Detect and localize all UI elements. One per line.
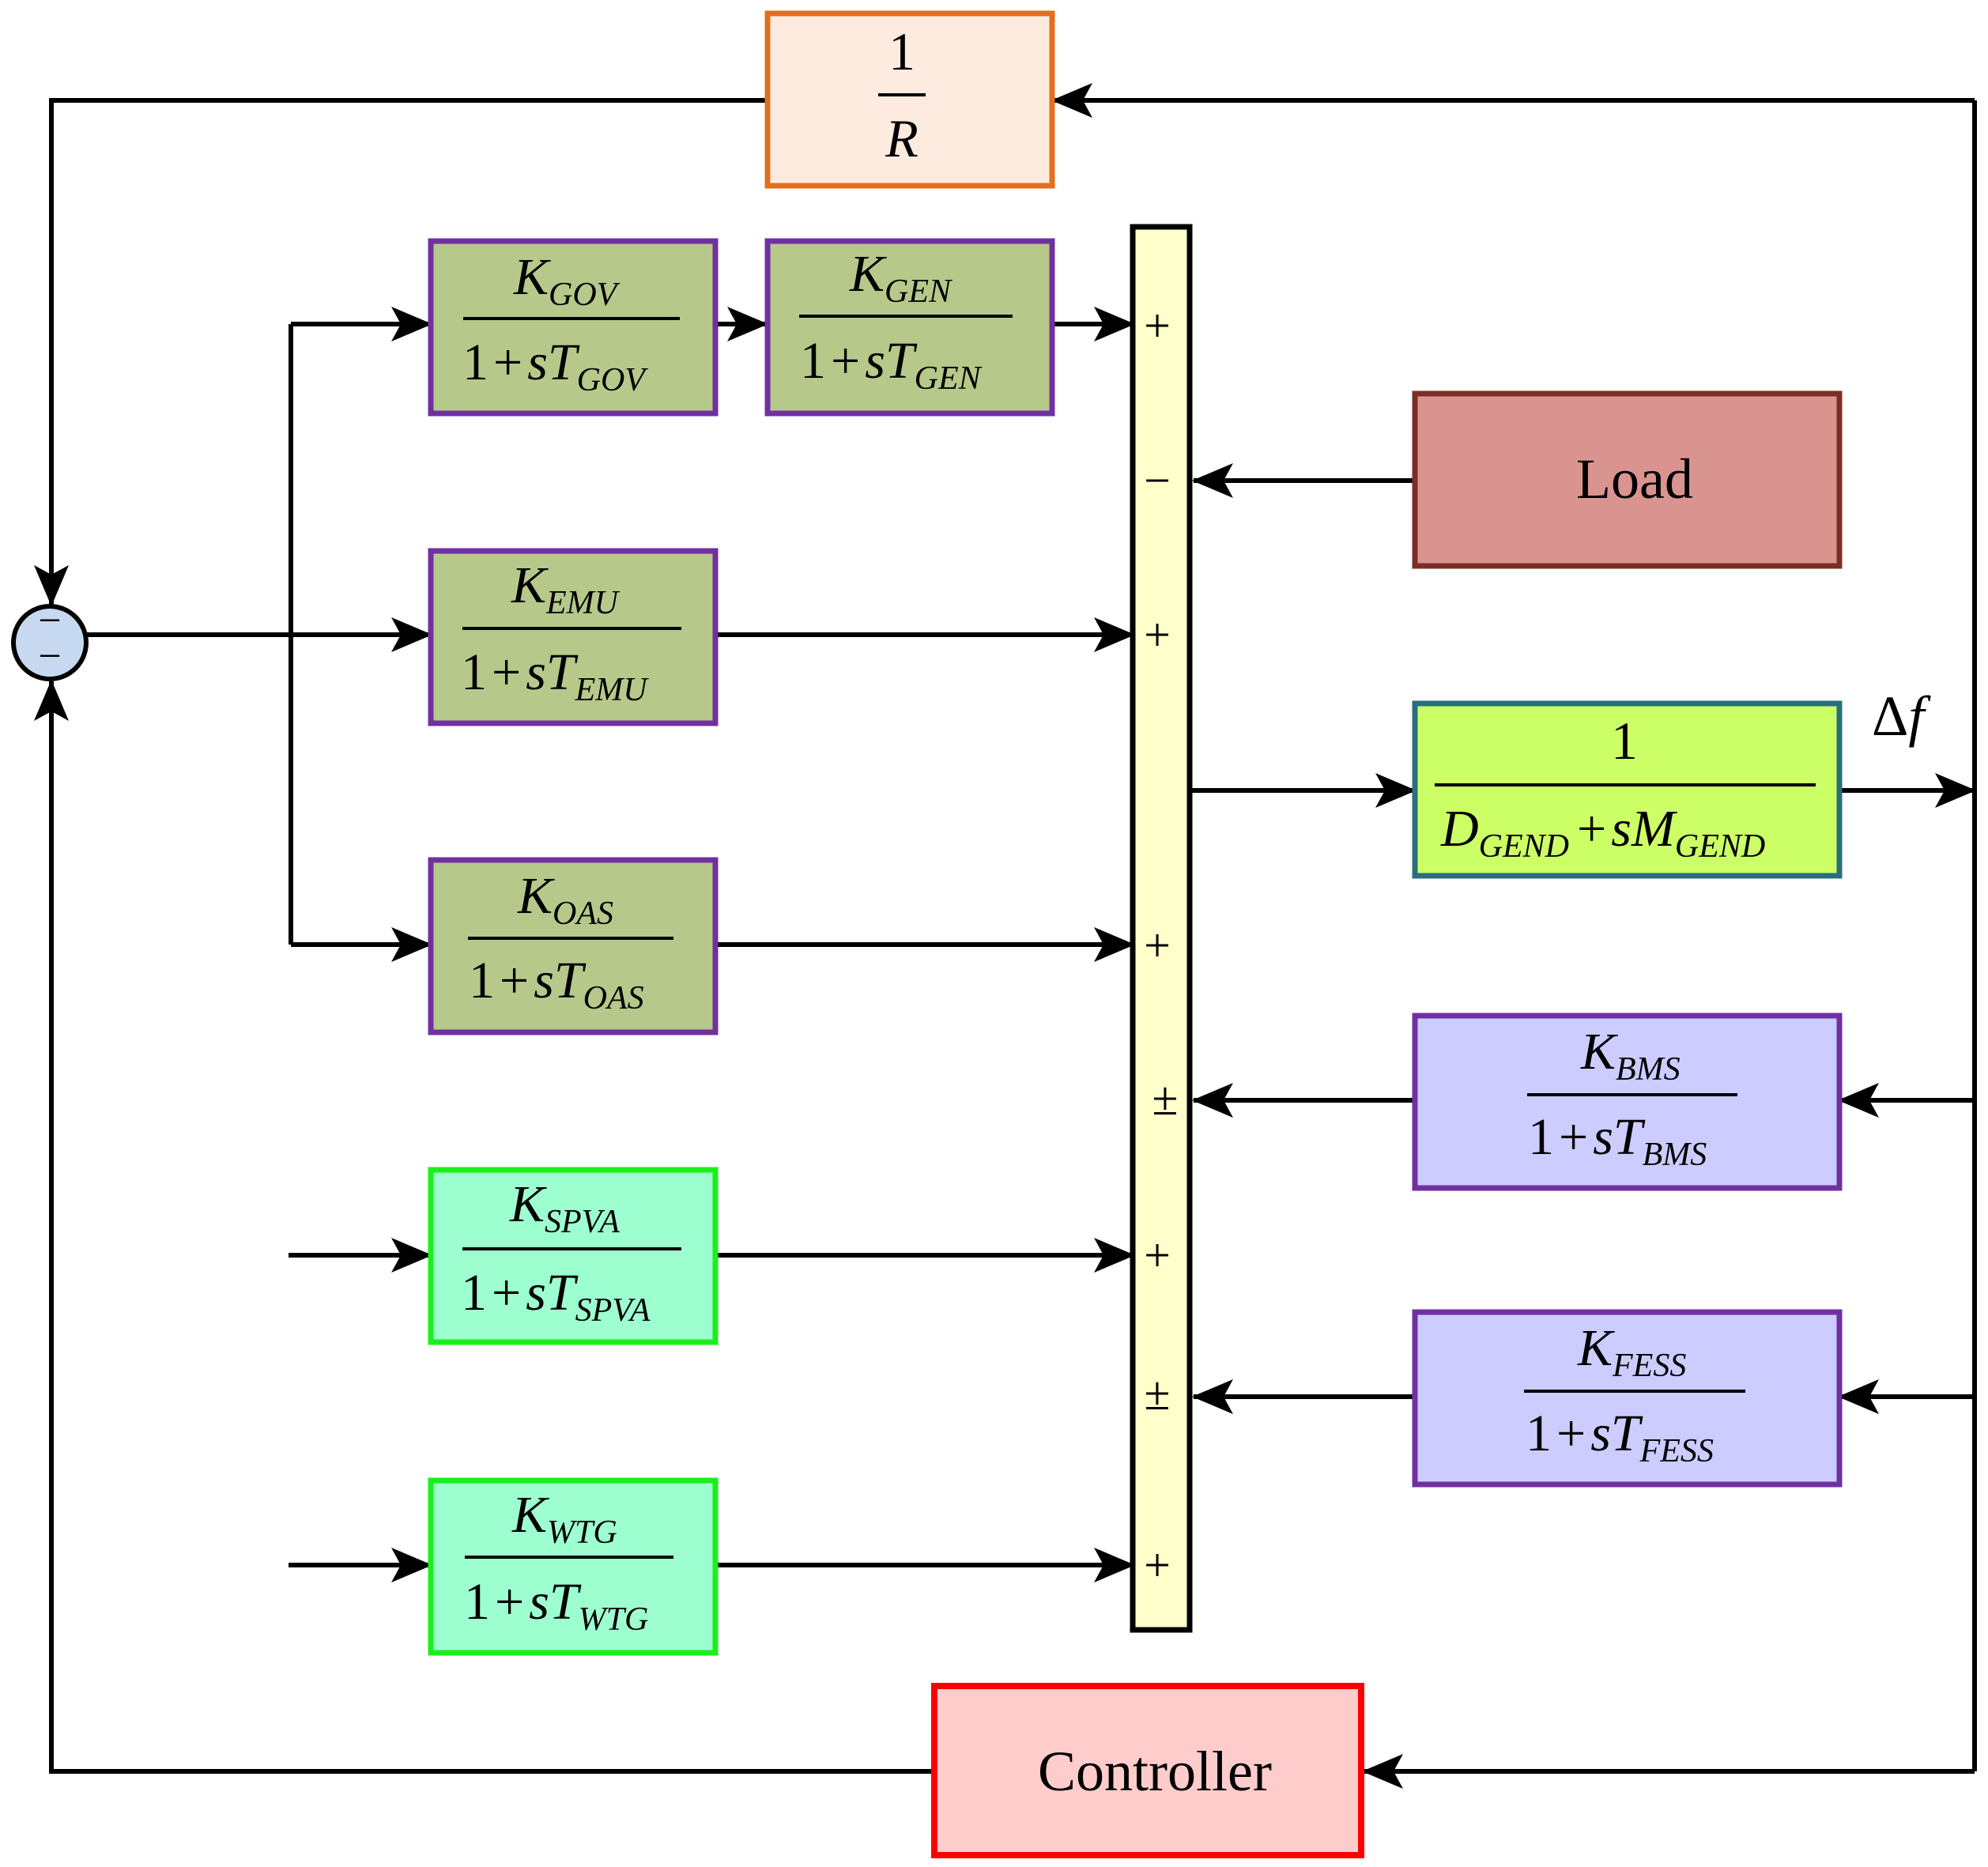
plant-denominator: DGEND+sMGEND (1440, 800, 1765, 865)
generator-block: KGEN 1+sTGEN (764, 238, 1055, 417)
droop-block: 1 R (764, 10, 1055, 189)
controller-block: Controller (931, 1683, 1364, 1858)
wire-droop-out (34, 98, 765, 606)
controller-box (931, 1683, 1364, 1858)
governor-block: KGOV 1+sTGOV (428, 238, 719, 417)
wtg-block: KWTG 1+sTWTG (428, 1477, 719, 1656)
controller-label: Controller (1038, 1740, 1272, 1803)
oas-box (428, 857, 719, 1035)
plant-box (1412, 700, 1843, 879)
generator-numerator: KGEN (849, 245, 953, 310)
summing-bus: + − + + ± + ± + (1130, 224, 1193, 1633)
sign-fess: ± (1145, 1367, 1171, 1420)
sign-load: − (1144, 454, 1171, 507)
sign-gen: + (1144, 300, 1171, 352)
emu-numerator: KEMU (511, 556, 621, 621)
wires (34, 83, 1977, 1789)
bms-box (1412, 1013, 1843, 1191)
spva-block: KSPVA 1+sTSPVA (428, 1167, 719, 1345)
junction-sign-bottom: − (38, 634, 61, 679)
governor-box (428, 238, 719, 417)
junction-sign-top: − (38, 598, 61, 643)
wtg-box (428, 1477, 719, 1656)
bms-block: KBMS 1+sTBMS (1412, 1013, 1843, 1191)
plant-numerator: 1 (1611, 711, 1638, 771)
sign-bms: ± (1152, 1073, 1179, 1125)
summing-bus-bar (1130, 224, 1193, 1633)
spva-numerator: KSPVA (509, 1175, 620, 1240)
emu-block: KEMU 1+sTEMU (428, 548, 719, 726)
governor-numerator: KGOV (513, 248, 621, 313)
emu-box (428, 548, 719, 726)
droop-denominator: R (885, 108, 919, 168)
droop-box (764, 10, 1055, 189)
emu-denominator: 1+sTEMU (461, 643, 649, 708)
bms-numerator: KBMS (1580, 1023, 1681, 1088)
sign-spva: + (1144, 1229, 1171, 1281)
plant-block: 1 DGEND+sMGEND (1412, 700, 1843, 879)
fess-numerator: KFESS (1577, 1319, 1686, 1384)
spva-box (428, 1167, 719, 1345)
generator-denominator: 1+sTGEN (800, 332, 983, 397)
sign-oas: + (1144, 919, 1171, 971)
droop-numerator: 1 (888, 21, 915, 81)
sign-wtg: + (1144, 1539, 1171, 1591)
spva-denominator: 1+sTSPVA (461, 1264, 651, 1329)
sign-emu: + (1144, 609, 1171, 661)
generator-box (764, 238, 1055, 417)
load-block: Load (1412, 390, 1843, 569)
wtg-numerator: KWTG (511, 1486, 617, 1551)
oas-numerator: KOAS (517, 867, 613, 932)
summing-junction: − − (11, 598, 89, 681)
bms-denominator: 1+sTBMS (1528, 1108, 1707, 1173)
fess-block: KFESS 1+sTFESS (1412, 1309, 1843, 1488)
governor-denominator: 1+sTGOV (462, 334, 648, 398)
fess-denominator: 1+sTFESS (1526, 1405, 1714, 1469)
summing-junction-circle (11, 604, 89, 681)
wire-controller-out (34, 680, 934, 1774)
delta-f-label: Δf (1872, 685, 1931, 748)
oas-denominator: 1+sTOAS (469, 952, 644, 1016)
load-box (1412, 390, 1843, 569)
wtg-denominator: 1+sTWTG (464, 1573, 648, 1638)
load-label: Load (1576, 447, 1693, 511)
fess-box (1412, 1309, 1843, 1488)
oas-block: KOAS 1+sTOAS (428, 857, 719, 1035)
